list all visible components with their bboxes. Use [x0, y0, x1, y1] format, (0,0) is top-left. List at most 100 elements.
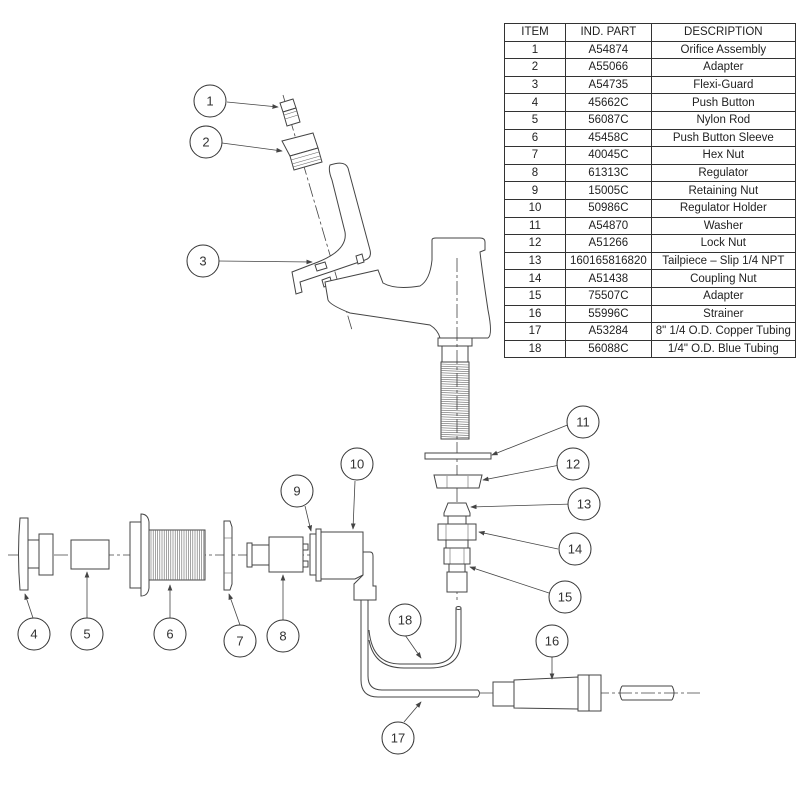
part-tubing-end — [619, 685, 675, 701]
cell-item: 5 — [504, 110, 566, 130]
callout-circle — [153, 617, 187, 651]
callout-6: 6 — [153, 617, 187, 651]
callout-8: 8 — [266, 619, 300, 653]
cell-ind-part: A55066 — [565, 58, 652, 77]
cell-ind-part: A54735 — [565, 75, 652, 95]
callout-circle — [189, 125, 223, 159]
cell-description: Push Button Sleeve — [650, 128, 796, 148]
sleeve-threads — [150, 530, 205, 580]
cell-ind-part: 56087C — [565, 110, 652, 130]
callout-number: 14 — [568, 542, 582, 557]
table-header-row: ITEM IND. PART DESCRIPTION — [504, 23, 796, 42]
part-strainer — [492, 674, 602, 712]
callout-number: 1 — [206, 94, 213, 109]
part-washer — [424, 452, 492, 460]
part-push-button — [18, 517, 54, 591]
cell-description: Coupling Nut — [650, 269, 796, 288]
cell-ind-part: A54874 — [565, 40, 652, 60]
callout-circle — [266, 619, 300, 653]
cell-item: 10 — [504, 198, 566, 218]
cell-ind-part: 56088C — [565, 339, 652, 359]
cell-ind-part: 40045C — [565, 146, 652, 165]
callout-13: 13 — [567, 487, 601, 521]
cell-description: Retaining Nut — [650, 181, 796, 200]
header-item: ITEM — [504, 23, 566, 42]
callout-4: 4 — [17, 617, 51, 651]
callout-number: 17 — [391, 731, 405, 746]
cell-ind-part: 75507C — [565, 286, 652, 306]
callout-11: 11 — [566, 405, 600, 439]
callout-circle — [186, 244, 220, 278]
cell-item: 2 — [504, 58, 566, 77]
callout-number: 9 — [293, 484, 300, 499]
callout-10: 10 — [340, 447, 374, 481]
part-adapter-15 — [443, 547, 471, 593]
part-nylon-rod — [70, 539, 110, 570]
cell-item: 13 — [504, 251, 566, 271]
cell-description: Lock Nut — [650, 234, 796, 253]
part-copper-tubing — [360, 600, 480, 698]
callout-number: 12 — [566, 457, 580, 472]
cell-item: 8 — [504, 163, 566, 183]
callout-2: 2 — [189, 125, 223, 159]
cell-ind-part: A51438 — [565, 269, 652, 288]
callout-circle — [381, 721, 415, 755]
callout-17: 17 — [381, 721, 415, 755]
header-ind-part: IND. PART — [565, 23, 652, 42]
callout-number: 15 — [558, 590, 572, 605]
upper-centerline — [282, 94, 353, 331]
cell-ind-part: A54870 — [565, 216, 652, 236]
part-regulator-holder — [315, 528, 377, 601]
callout-number: 11 — [576, 415, 590, 430]
part-push-button-sleeve — [129, 513, 206, 597]
callout-16: 16 — [535, 624, 569, 658]
part-orifice-assembly — [279, 98, 301, 127]
cell-description: 8" 1/4 O.D. Copper Tubing — [650, 322, 796, 341]
cell-description: Flexi-Guard — [650, 75, 796, 95]
callout-number: 3 — [199, 254, 206, 269]
callout-circle — [558, 532, 592, 566]
callout-circle — [567, 487, 601, 521]
part-regulator — [246, 536, 309, 573]
cell-item: 9 — [504, 181, 566, 200]
callout-circle — [70, 617, 104, 651]
cell-ind-part: 15005C — [565, 181, 652, 200]
callout-circle — [548, 580, 582, 614]
callout-number: 13 — [577, 497, 591, 512]
callout-circle — [535, 624, 569, 658]
cell-ind-part: A53284 — [565, 322, 652, 341]
cell-item: 11 — [504, 216, 566, 236]
part-blue-tubing — [368, 606, 462, 669]
part-lock-nut — [433, 474, 483, 489]
cell-ind-part: A51266 — [565, 234, 652, 253]
cell-item: 12 — [504, 234, 566, 253]
callout-number: 18 — [398, 613, 412, 628]
cell-description: Adapter — [650, 58, 796, 77]
callout-number: 2 — [202, 135, 209, 150]
callout-number: 4 — [30, 627, 37, 642]
cell-ind-part: 50986C — [565, 198, 652, 218]
cell-item: 18 — [504, 339, 566, 359]
callout-circle — [193, 84, 227, 118]
cell-description: Adapter — [650, 286, 796, 306]
callout-15: 15 — [548, 580, 582, 614]
callout-5: 5 — [70, 617, 104, 651]
cell-description: Hex Nut — [650, 146, 796, 165]
cell-description: Regulator — [650, 163, 796, 183]
leader-lines — [24, 101, 576, 723]
header-description: DESCRIPTION — [650, 23, 796, 42]
cell-description: Orifice Assembly — [650, 40, 796, 60]
callout-3: 3 — [186, 244, 220, 278]
